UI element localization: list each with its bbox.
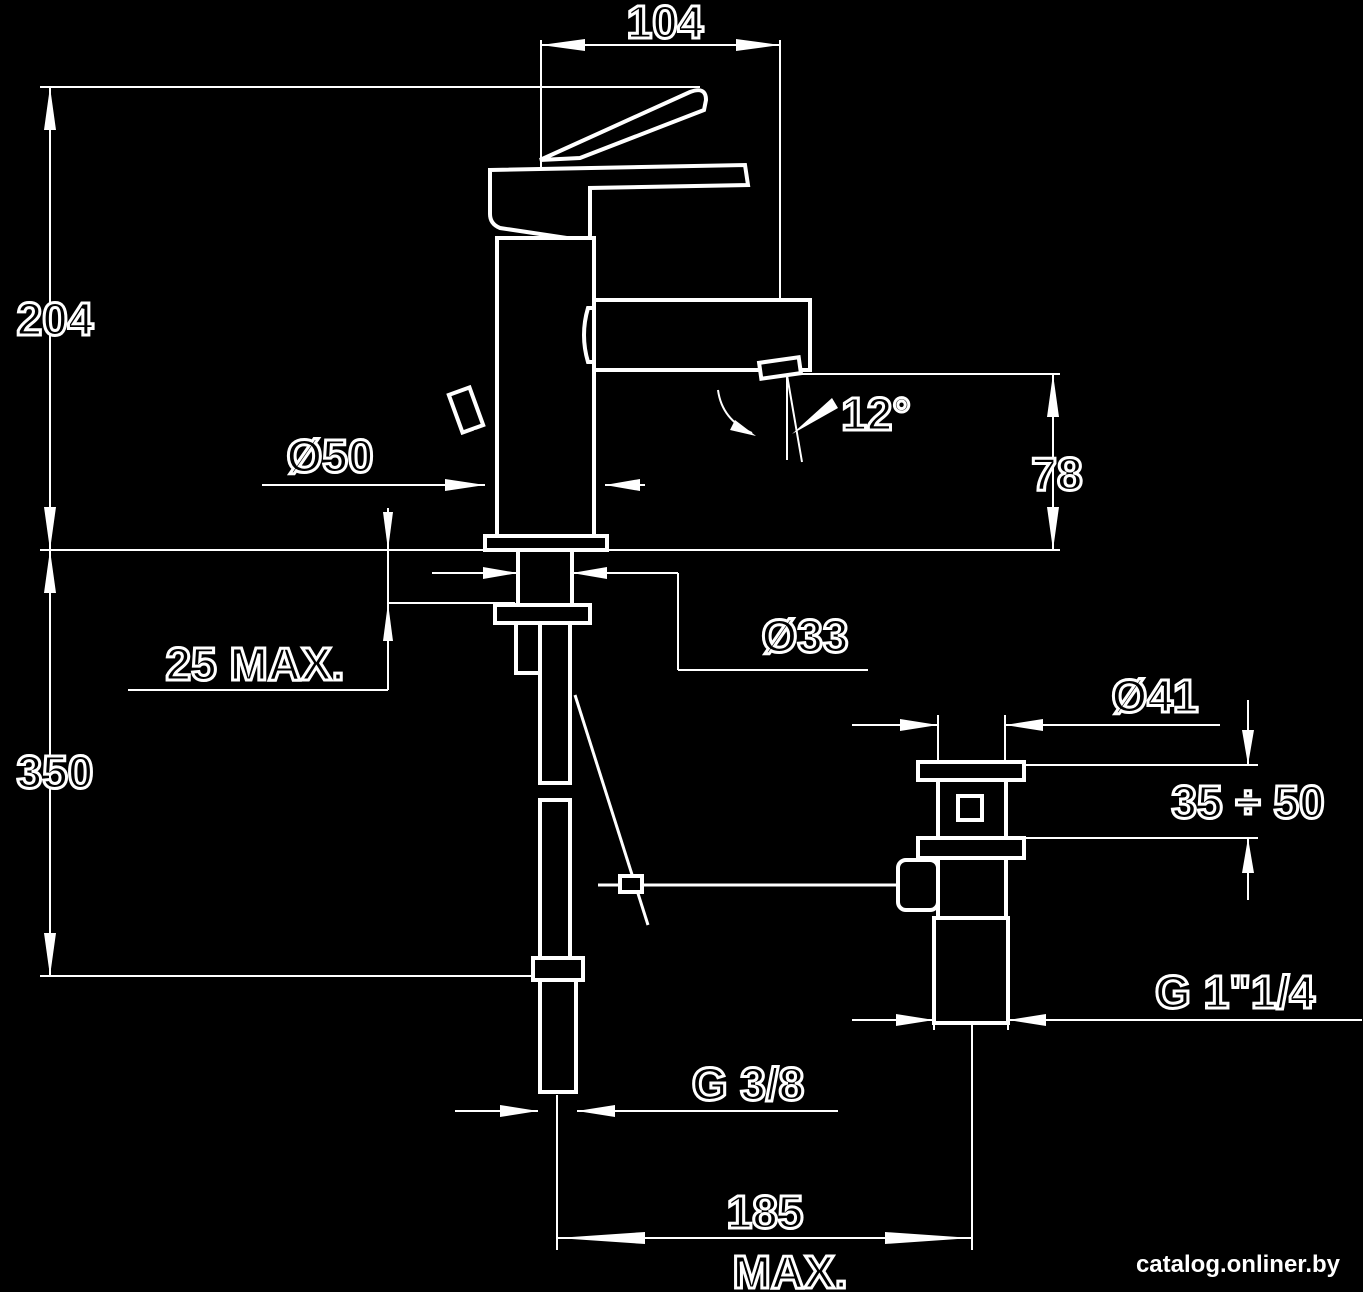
aerator [756, 355, 804, 381]
label-below-deck: 350 [17, 746, 94, 798]
supply-hose-upper [538, 621, 572, 785]
base-ring [483, 534, 609, 552]
label-body-diameter: Ø50 [287, 430, 374, 482]
pop-up-knob [446, 384, 486, 436]
label-waste-thread: G 1"1/4 [1155, 966, 1315, 1018]
rod-clip [514, 621, 542, 675]
label-max-deck-thickness: 25 MAX. [166, 638, 345, 690]
waste-assembly [896, 760, 1026, 1025]
label-spout-height: 78 [1031, 448, 1082, 500]
label-pop-up-distance-suffix: MAX. [733, 1246, 848, 1292]
label-waste-diameter: Ø41 [1112, 670, 1199, 722]
pivot-nut [896, 858, 940, 912]
waste-flange [916, 760, 1026, 782]
label-top-width: 104 [627, 0, 704, 48]
label-shank-diameter: Ø33 [762, 610, 849, 662]
label-spout-angle: 12° [841, 388, 911, 440]
main-column [495, 236, 596, 540]
waste-body [936, 856, 1008, 920]
label-waste-range: 35 ÷ 50 [1171, 776, 1324, 828]
waste-tailpiece [932, 916, 1010, 1025]
labels: 104 204 78 Ø50 12° Ø33 25 MAX. 350 Ø41 3… [15, 0, 1326, 1292]
supply-hose-lower [538, 798, 572, 960]
label-pop-up-distance: 185 [727, 1186, 804, 1238]
label-supply-thread: G 3/8 [692, 1058, 805, 1110]
watermark: catalog.onliner.by [1136, 1251, 1341, 1278]
faucet-body [446, 88, 812, 552]
mounting-assembly [493, 548, 900, 1094]
mounting-nut [493, 603, 592, 625]
hose-nut [531, 956, 585, 982]
waste-nut [916, 836, 1026, 860]
lever-handle [539, 88, 709, 162]
label-height-faucet: 204 [17, 293, 94, 345]
hose-fitting [538, 978, 578, 1094]
